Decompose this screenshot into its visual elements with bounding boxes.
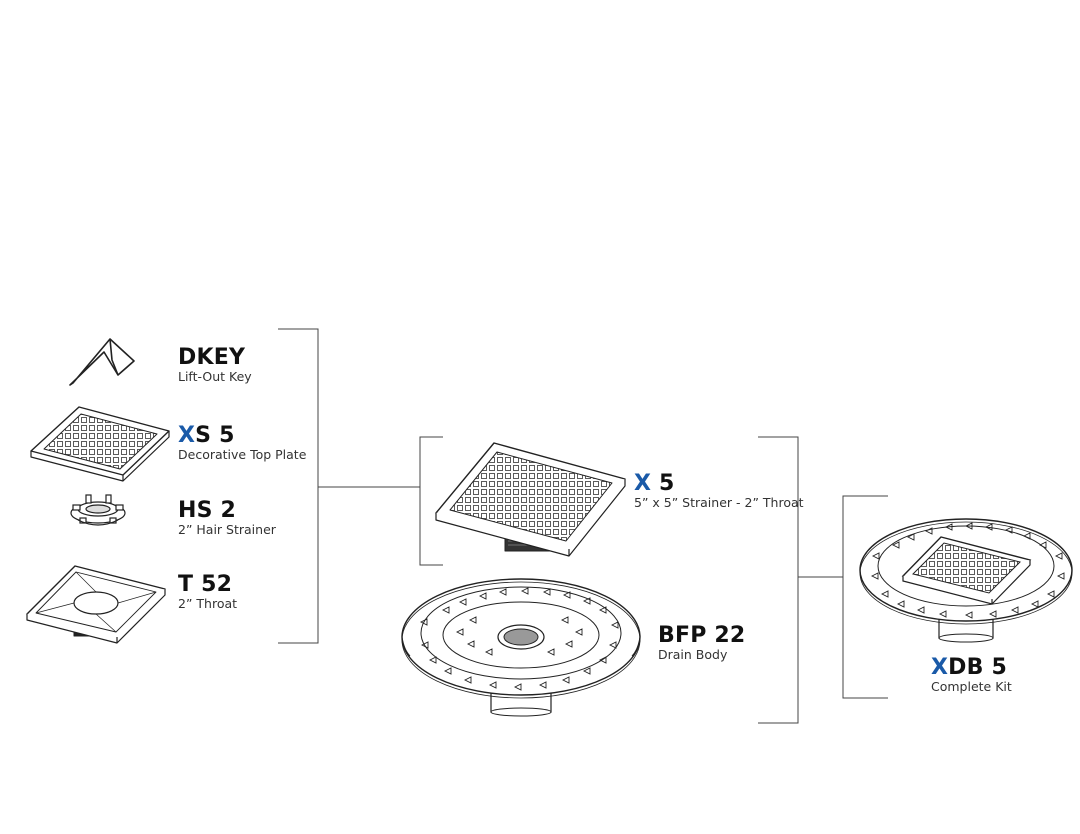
dkey-drawing — [69, 338, 135, 386]
code-accent: X — [634, 471, 652, 496]
x5-drawing — [435, 442, 626, 557]
bracket-assemblies — [419, 436, 443, 566]
xdb5-drawing — [859, 518, 1073, 643]
code-text: HS 2 — [178, 498, 237, 523]
component-hs2: HS 2 2” Hair Strainer — [178, 500, 276, 537]
component-code: HS 2 — [178, 500, 276, 522]
kit-description: Complete Kit — [931, 679, 1012, 694]
component-code: XS 5 — [178, 425, 306, 447]
component-t52: T 52 2” Throat — [178, 574, 237, 611]
bracket-components — [278, 328, 319, 644]
code-text: DKEY — [178, 345, 246, 370]
code-text: DB 5 — [948, 655, 1007, 680]
assembly-code: BFP 22 — [658, 625, 745, 647]
component-description: Decorative Top Plate — [178, 447, 307, 462]
bfp22-drawing — [401, 578, 641, 717]
component-xs5: XS 5 Decorative Top Plate — [178, 425, 306, 462]
code-accent: X — [178, 423, 196, 448]
bracket-kit — [842, 495, 888, 699]
xs5-drawing — [30, 406, 170, 482]
t52-drawing — [26, 565, 166, 644]
assembly-x5: X 5 5” x 5” Strainer - 2” Throat — [634, 473, 804, 510]
code-accent: X — [931, 655, 949, 680]
code-text: S 5 — [195, 423, 235, 448]
code-text: T 52 — [178, 572, 233, 597]
component-description: Lift-Out Key — [178, 369, 252, 384]
assembly-description: Drain Body — [658, 647, 728, 662]
component-description: 2” Throat — [178, 596, 238, 611]
kit-xdb5: XDB 5 Complete Kit — [931, 657, 1012, 694]
kit-code: XDB 5 — [931, 657, 1012, 679]
assembly-description: 5” x 5” Strainer - 2” Throat — [634, 495, 804, 510]
component-description: 2” Hair Strainer — [178, 522, 276, 537]
hs2-drawing — [70, 494, 126, 526]
component-code: DKEY — [178, 347, 252, 369]
assembly-code: X 5 — [634, 473, 804, 495]
bracket-assemblies-right — [758, 436, 799, 724]
assembly-bfp22: BFP 22 Drain Body — [658, 625, 745, 662]
component-dkey: DKEY Lift-Out Key — [178, 347, 252, 384]
component-code: T 52 — [178, 574, 237, 596]
code-text: BFP 22 — [658, 623, 746, 648]
code-text: 5 — [651, 471, 675, 496]
